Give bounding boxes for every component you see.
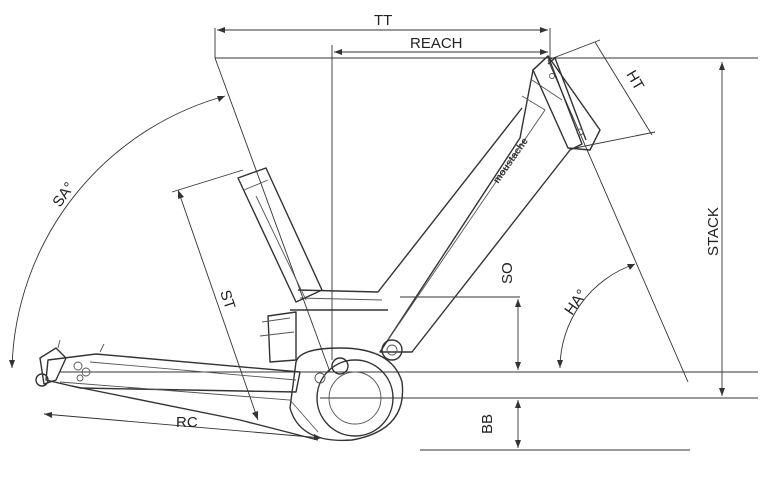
dimension-bb: [515, 400, 521, 448]
dimension-so: [515, 299, 521, 370]
arc-sa: [9, 95, 226, 369]
dimension-stack: [719, 62, 725, 396]
reference-lines: [60, 28, 758, 451]
bike-frame: [35, 55, 601, 442]
dimension-reach: [334, 49, 548, 55]
dimension-st: [171, 169, 259, 421]
brand-logo-text: moustache: [491, 136, 531, 186]
dimension-tt: [217, 27, 548, 33]
label-tt: TT: [374, 12, 392, 29]
head-angle-line: [547, 59, 689, 383]
label-reach: REACH: [410, 35, 463, 52]
arc-ha: [557, 263, 636, 369]
label-sa: SA°: [49, 179, 78, 210]
label-rc: RC: [176, 414, 198, 431]
dimension-ht: [547, 39, 656, 149]
seat-angle-line: [214, 57, 331, 373]
label-ha: HA°: [561, 287, 590, 319]
label-st: ST: [216, 288, 238, 311]
label-so: SO: [499, 262, 516, 284]
label-bb: BB: [479, 414, 496, 434]
label-stack: STACK: [705, 207, 722, 256]
label-ht: HT: [623, 68, 648, 94]
